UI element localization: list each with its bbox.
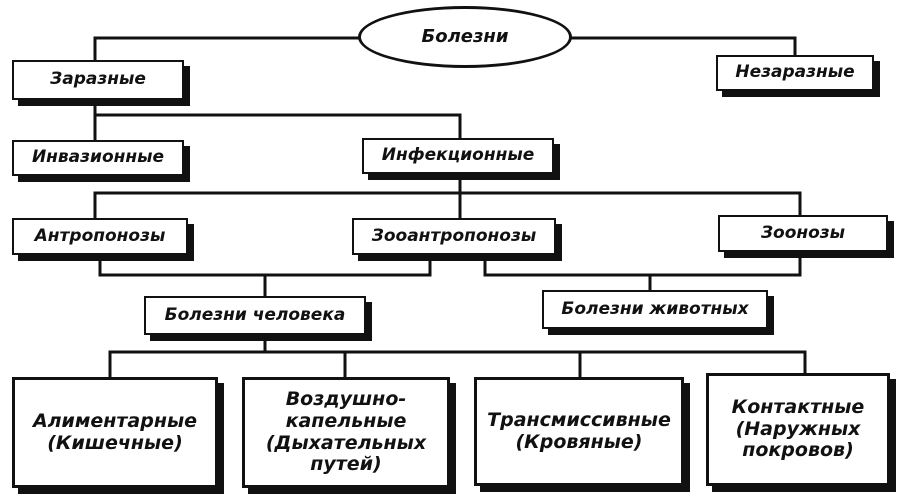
invasive-node: Инвазионные xyxy=(12,140,184,176)
infectious-node: Инфекционные xyxy=(362,138,554,174)
contact-node: Контактные (Наружных покровов) xyxy=(706,373,890,486)
zoonoses-node: Зоонозы xyxy=(718,215,888,252)
noncontagious-node: Незаразные xyxy=(716,55,874,91)
human-diseases-node: Болезни человека xyxy=(144,296,366,335)
airborne-node: Воздушно- капельные (Дыхательных путей) xyxy=(242,377,450,488)
alimentary-node: Алиментарные (Кишечные) xyxy=(12,377,218,488)
transmissive-node: Трансмиссивные (Кровяные) xyxy=(474,377,684,486)
root-node: Болезни xyxy=(358,6,572,68)
contagious-node: Заразные xyxy=(12,60,184,100)
animal-diseases-node: Болезни животных xyxy=(542,290,768,329)
anthroponoses-node: Антропонозы xyxy=(12,218,188,255)
zooanthroponoses-node: Зооантропонозы xyxy=(352,218,556,255)
